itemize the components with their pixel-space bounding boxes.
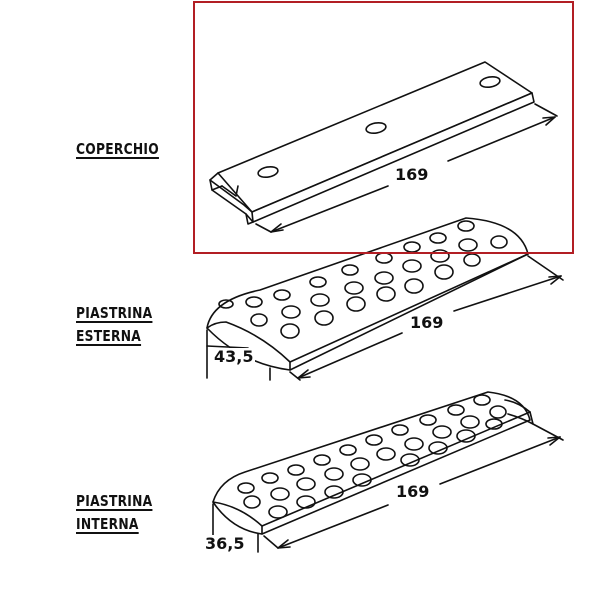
label-coperchio-line1: COPERCHIO bbox=[76, 140, 159, 158]
label-esterna-line1: PIASTRINA bbox=[76, 304, 153, 322]
interna-holes bbox=[237, 394, 507, 519]
piastrina-interna-part bbox=[212, 391, 564, 553]
esterna-holes bbox=[218, 220, 508, 339]
dimension-esterna-length: 169 bbox=[408, 313, 446, 332]
dimension-interna-width: 36,5 bbox=[203, 534, 247, 553]
coperchio-part bbox=[209, 61, 558, 233]
highlight-frame bbox=[193, 1, 574, 254]
label-interna-line2: INTERNA bbox=[76, 515, 139, 533]
dimension-coperchio-length: 169 bbox=[393, 165, 431, 184]
label-coperchio: COPERCHIO bbox=[76, 138, 159, 161]
label-esterna-line2: ESTERNA bbox=[76, 327, 142, 345]
dimension-esterna-width: 43,5 bbox=[212, 347, 256, 366]
label-piastrina-esterna: PIASTRINA ESTERNA bbox=[76, 302, 152, 348]
label-interna-line1: PIASTRINA bbox=[76, 492, 153, 510]
dimension-interna-length: 169 bbox=[394, 482, 432, 501]
label-piastrina-interna: PIASTRINA INTERNA bbox=[76, 490, 152, 536]
